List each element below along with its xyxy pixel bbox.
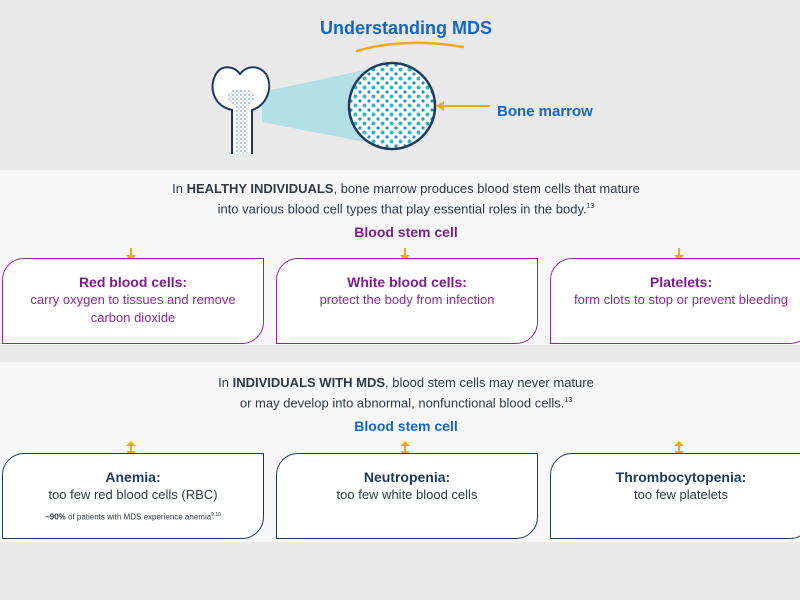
card-red-blood-cells: Red blood cells: carry oxygen to tissues… [2, 258, 264, 344]
mds-intro: In INDIVIDUALS WITH MDS, blood stem cell… [218, 375, 594, 411]
card-thrombocytopenia: Thrombocytopenia: too few platelets [550, 453, 800, 539]
healthy-intro: In HEALTHY INDIVIDUALS, bone marrow prod… [172, 181, 640, 217]
card-anemia: Anemia: too few red blood cells (RBC) ~9… [2, 453, 264, 539]
bone-marrow-label: Bone marrow [497, 103, 593, 120]
healthy-stem-label: Blood stem cell [354, 224, 458, 240]
card-platelets: Platelets: form clots to stop or prevent… [550, 258, 800, 344]
page-title: Understanding MDS [319, 18, 492, 38]
card-neutropenia: Neutropenia: too few white blood cells [276, 453, 538, 539]
mds-stem-label: Blood stem cell [354, 418, 458, 434]
anemia-note: ~90% of patients with MDS experience ane… [45, 512, 221, 522]
title-underline-swoosh [355, 41, 465, 53]
card-white-blood-cells: White blood cells: protect the body from… [276, 258, 538, 344]
bone-marrow-illustration [211, 61, 490, 154]
